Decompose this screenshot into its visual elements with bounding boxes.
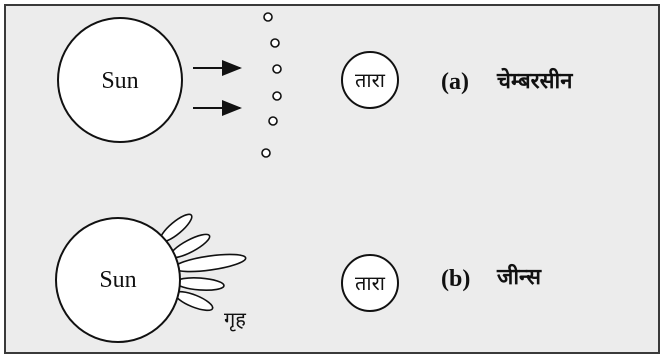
particle	[270, 38, 280, 48]
sun-b	[55, 217, 181, 343]
particle	[268, 116, 278, 126]
panel-a: Sun तारा (a) चेम्बरसीन	[57, 12, 573, 158]
star-b	[341, 254, 399, 312]
caption-b: जीन्स	[496, 263, 542, 290]
particles	[261, 12, 282, 158]
sun-a-label: Sun	[101, 68, 138, 94]
planet-label: गृह	[224, 307, 246, 332]
caption-b-tag: (b)	[441, 266, 470, 292]
particle	[261, 148, 271, 158]
sun-a	[57, 17, 183, 143]
particle	[263, 12, 273, 22]
filament	[175, 276, 225, 292]
sun-b-label: Sun	[99, 267, 136, 293]
star-a-label: तारा	[355, 68, 386, 92]
caption-a-tag: (a)	[441, 69, 469, 95]
particle	[272, 64, 282, 74]
star-b-label: तारा	[355, 271, 386, 295]
panel-b: Sun गृह तारा (b) जीन्स	[55, 213, 542, 343]
caption-a: चेम्बरसीन	[496, 67, 573, 94]
star-a	[341, 51, 399, 109]
particle	[272, 91, 282, 101]
